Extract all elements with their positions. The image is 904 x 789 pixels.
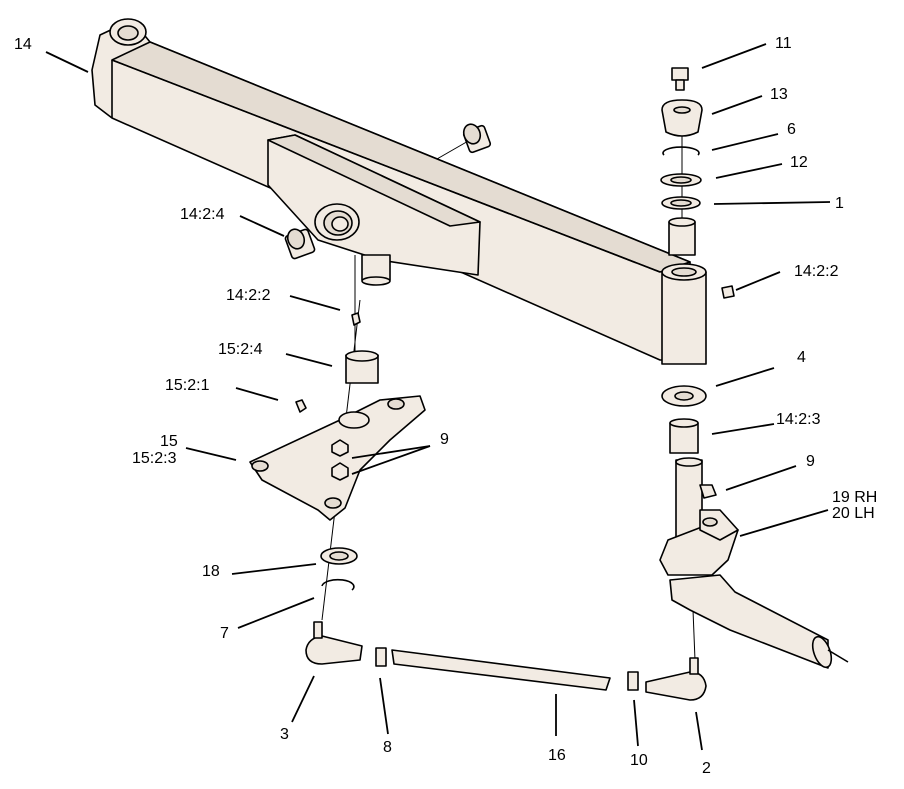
steering-plate (249, 312, 426, 521)
callout-3: 3 (280, 726, 289, 743)
tie-rod-hardware (320, 547, 358, 591)
spindle-assembly (659, 457, 849, 669)
callout-1: 1 (835, 195, 844, 212)
spindle-hardware-stack (660, 67, 703, 256)
callout-11: 11 (775, 35, 792, 52)
callout-8: 8 (383, 739, 392, 756)
callout-15-2-3: 15:2:3 (132, 450, 177, 467)
callout-12: 12 (790, 154, 808, 171)
callout-14-2-4: 14:2:4 (180, 206, 225, 223)
pivot-bushings (284, 123, 492, 260)
callout-14: 14 (14, 36, 32, 53)
callout-9-spindle: 9 (806, 453, 815, 470)
thrust-washer-and-bushing (661, 385, 707, 454)
callout-15-2-1: 15:2:1 (165, 377, 210, 394)
leader-lines (45, 43, 831, 751)
front-axle-beam (91, 18, 691, 361)
callout-13: 13 (770, 86, 788, 103)
callout-14-2-2-right: 14:2:2 (794, 263, 839, 280)
callout-14-2-2-left: 14:2:2 (226, 287, 271, 304)
callout-7: 7 (220, 625, 229, 642)
callout-15: 15 (160, 433, 178, 450)
callout-4: 4 (797, 349, 806, 366)
callout-14-2-3: 14:2:3 (776, 411, 821, 428)
callout-20-lh: 20 LH (832, 505, 875, 522)
callout-2: 2 (702, 760, 711, 777)
callout-9-plate: 9 (440, 431, 449, 448)
callout-16: 16 (548, 747, 566, 764)
callout-19-rh: 19 RH (832, 489, 878, 506)
callout-15-2-4: 15:2:4 (218, 341, 263, 358)
callout-6: 6 (787, 121, 796, 138)
kingpin-tube (661, 263, 735, 365)
tie-rod (305, 621, 707, 701)
callout-10: 10 (630, 752, 648, 769)
callout-18: 18 (202, 563, 220, 580)
